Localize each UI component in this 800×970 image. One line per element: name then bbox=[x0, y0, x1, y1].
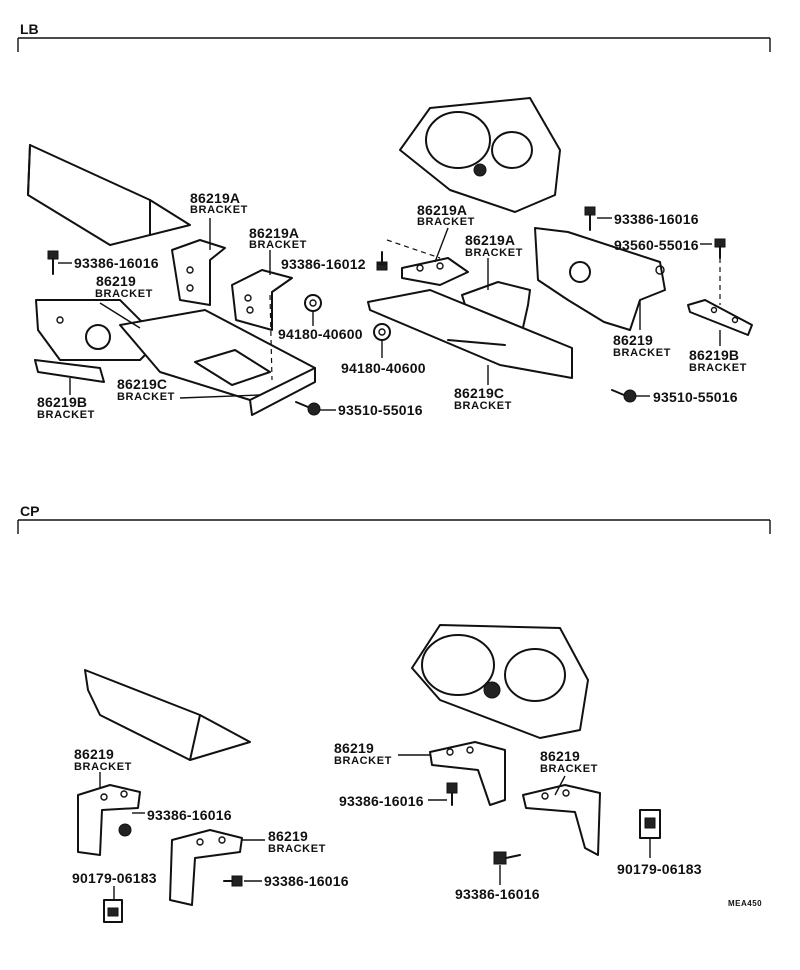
callout-part-90179-06183: 90179-06183 bbox=[617, 861, 702, 877]
cp-right-bolt-a bbox=[446, 782, 458, 806]
cp-right-bracket-1 bbox=[429, 741, 506, 806]
lb-right-nut bbox=[373, 323, 391, 341]
callout-name-bracket: BRACKET bbox=[268, 843, 326, 855]
callout-name-bracket: BRACKET bbox=[117, 391, 175, 403]
callout-name-bracket: BRACKET bbox=[37, 409, 95, 421]
callout-part-86219: 86219 bbox=[96, 273, 136, 289]
cp-left-bolt-b bbox=[223, 875, 243, 887]
lb-right-bolt-16012 bbox=[376, 251, 388, 271]
lb-right-bracket-main bbox=[534, 227, 666, 331]
leader-lines bbox=[58, 217, 721, 900]
section-label-cp: CP bbox=[20, 503, 40, 519]
callout-name-bracket: BRACKET bbox=[95, 288, 153, 300]
callout-name-bracket: BRACKET bbox=[689, 362, 747, 374]
cp-right-bracket-2 bbox=[522, 784, 601, 856]
callout-name-bracket: BRACKET bbox=[540, 763, 598, 775]
callout-name-bracket: BRACKET bbox=[249, 239, 307, 251]
callout-part-93386-16016: 93386-16016 bbox=[74, 255, 159, 271]
drawing-code: MEA450 bbox=[728, 899, 763, 908]
callout-part-86219: 86219 bbox=[74, 746, 114, 762]
section-label-lb: LB bbox=[20, 21, 39, 37]
lb-right-screw bbox=[611, 389, 637, 403]
callout-part-86219: 86219 bbox=[334, 740, 374, 756]
cp-left-bracket-2 bbox=[169, 829, 243, 906]
cp-right-cluster bbox=[411, 624, 589, 739]
callout-part-93386-16012: 93386-16012 bbox=[281, 256, 366, 272]
lb-right-bolt-16016 bbox=[584, 206, 596, 231]
lb-right-bolt-93560 bbox=[714, 238, 726, 259]
lb-left-bracket-main bbox=[35, 299, 161, 361]
lb-left-screw bbox=[295, 401, 321, 416]
callout-name-bracket: BRACKET bbox=[74, 761, 132, 773]
cp-left-clip bbox=[103, 899, 123, 923]
cp-right-clip bbox=[639, 809, 661, 839]
callout-part-93386-16016: 93386-16016 bbox=[339, 793, 424, 809]
lb-right-bracket-c bbox=[367, 289, 573, 379]
lb-left-bracket-c bbox=[119, 309, 316, 416]
callout-part-86219: 86219 bbox=[540, 748, 580, 764]
lb-left-pad bbox=[27, 144, 191, 246]
callout-part-93386-16016: 93386-16016 bbox=[147, 807, 232, 823]
callout-name-bracket: BRACKET bbox=[454, 400, 512, 412]
callout-part-94180-40600: 94180-40600 bbox=[341, 360, 426, 376]
cp-left-bracket-1 bbox=[77, 784, 141, 856]
lb-right-bracket-b bbox=[687, 299, 753, 336]
lb-left-nut bbox=[304, 294, 322, 312]
lb-left-bracket-b bbox=[34, 359, 105, 383]
callout-part-93560-55016: 93560-55016 bbox=[614, 237, 699, 253]
callout-part-94180-40600: 94180-40600 bbox=[278, 326, 363, 342]
callout-part-93510-55016: 93510-55016 bbox=[653, 389, 738, 405]
callout-name-bracket: BRACKET bbox=[465, 247, 523, 259]
callout-part-86219a: 86219A bbox=[465, 232, 516, 248]
cp-left-pad bbox=[84, 669, 251, 761]
callout-part-93510-55016: 93510-55016 bbox=[338, 402, 423, 418]
callout-name-bracket: BRACKET bbox=[613, 347, 671, 359]
callout-name-bracket: BRACKET bbox=[417, 216, 475, 228]
callout-part-86219b: 86219B bbox=[689, 347, 740, 363]
callout-part-93386-16016: 93386-16016 bbox=[455, 886, 540, 902]
callout-part-93386-16016: 93386-16016 bbox=[264, 873, 349, 889]
callout-part-86219a: 86219A bbox=[249, 225, 300, 241]
lb-left-bracket-a2 bbox=[231, 269, 293, 331]
callout-part-86219a: 86219A bbox=[417, 202, 468, 218]
callout-part-86219: 86219 bbox=[268, 828, 308, 844]
lb-section-frame bbox=[17, 37, 771, 52]
lb-right-cluster bbox=[399, 97, 561, 213]
callout-part-86219a: 86219A bbox=[190, 190, 241, 206]
callout-part-86219: 86219 bbox=[613, 332, 653, 348]
callout-part-90179-06183: 90179-06183 bbox=[72, 870, 157, 886]
callout-part-93386-16016: 93386-16016 bbox=[614, 211, 699, 227]
lb-left-bracket-a1 bbox=[171, 239, 226, 306]
callout-part-86219c: 86219C bbox=[454, 385, 505, 401]
callout-part-86219b: 86219B bbox=[37, 394, 88, 410]
lb-right-bracket-a1 bbox=[401, 257, 469, 286]
cp-section-frame bbox=[17, 519, 771, 534]
lb-left-bolt-16016 bbox=[47, 250, 59, 275]
cp-left-bolt-a bbox=[118, 823, 132, 837]
callout-name-bracket: BRACKET bbox=[190, 204, 248, 216]
callout-part-86219c: 86219C bbox=[117, 376, 168, 392]
callout-name-bracket: BRACKET bbox=[334, 755, 392, 767]
cp-right-bolt-b bbox=[493, 851, 521, 865]
